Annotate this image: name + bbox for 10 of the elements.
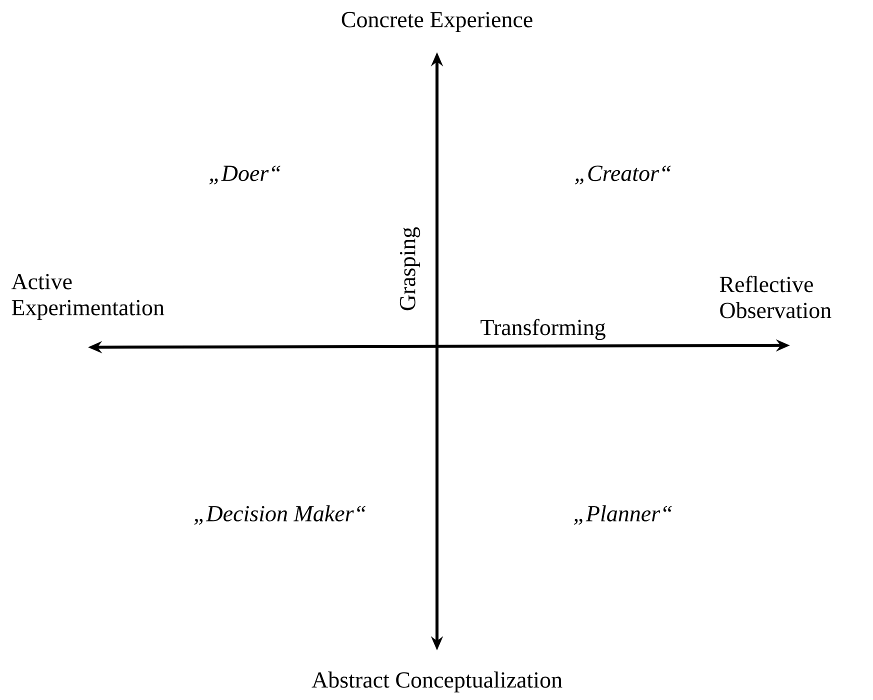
- quadrant-label: „Decision Maker“: [194, 505, 366, 525]
- axis-pole-label: Abstract Conceptualization: [312, 672, 562, 692]
- axis-label: Grasping: [400, 227, 420, 310]
- quadrant-label: „Planner“: [574, 505, 672, 525]
- quadrant-label: „Creator“: [575, 166, 671, 184]
- quadrant-label: „Doer“: [210, 166, 280, 184]
- axis-pole-label: Active Experimentation: [11, 274, 164, 320]
- axis-pole-label: Concrete Experience: [342, 12, 532, 32]
- axis-pole-label: Reflective Observation: [720, 276, 832, 318]
- axis-label: Transforming: [480, 318, 606, 340]
